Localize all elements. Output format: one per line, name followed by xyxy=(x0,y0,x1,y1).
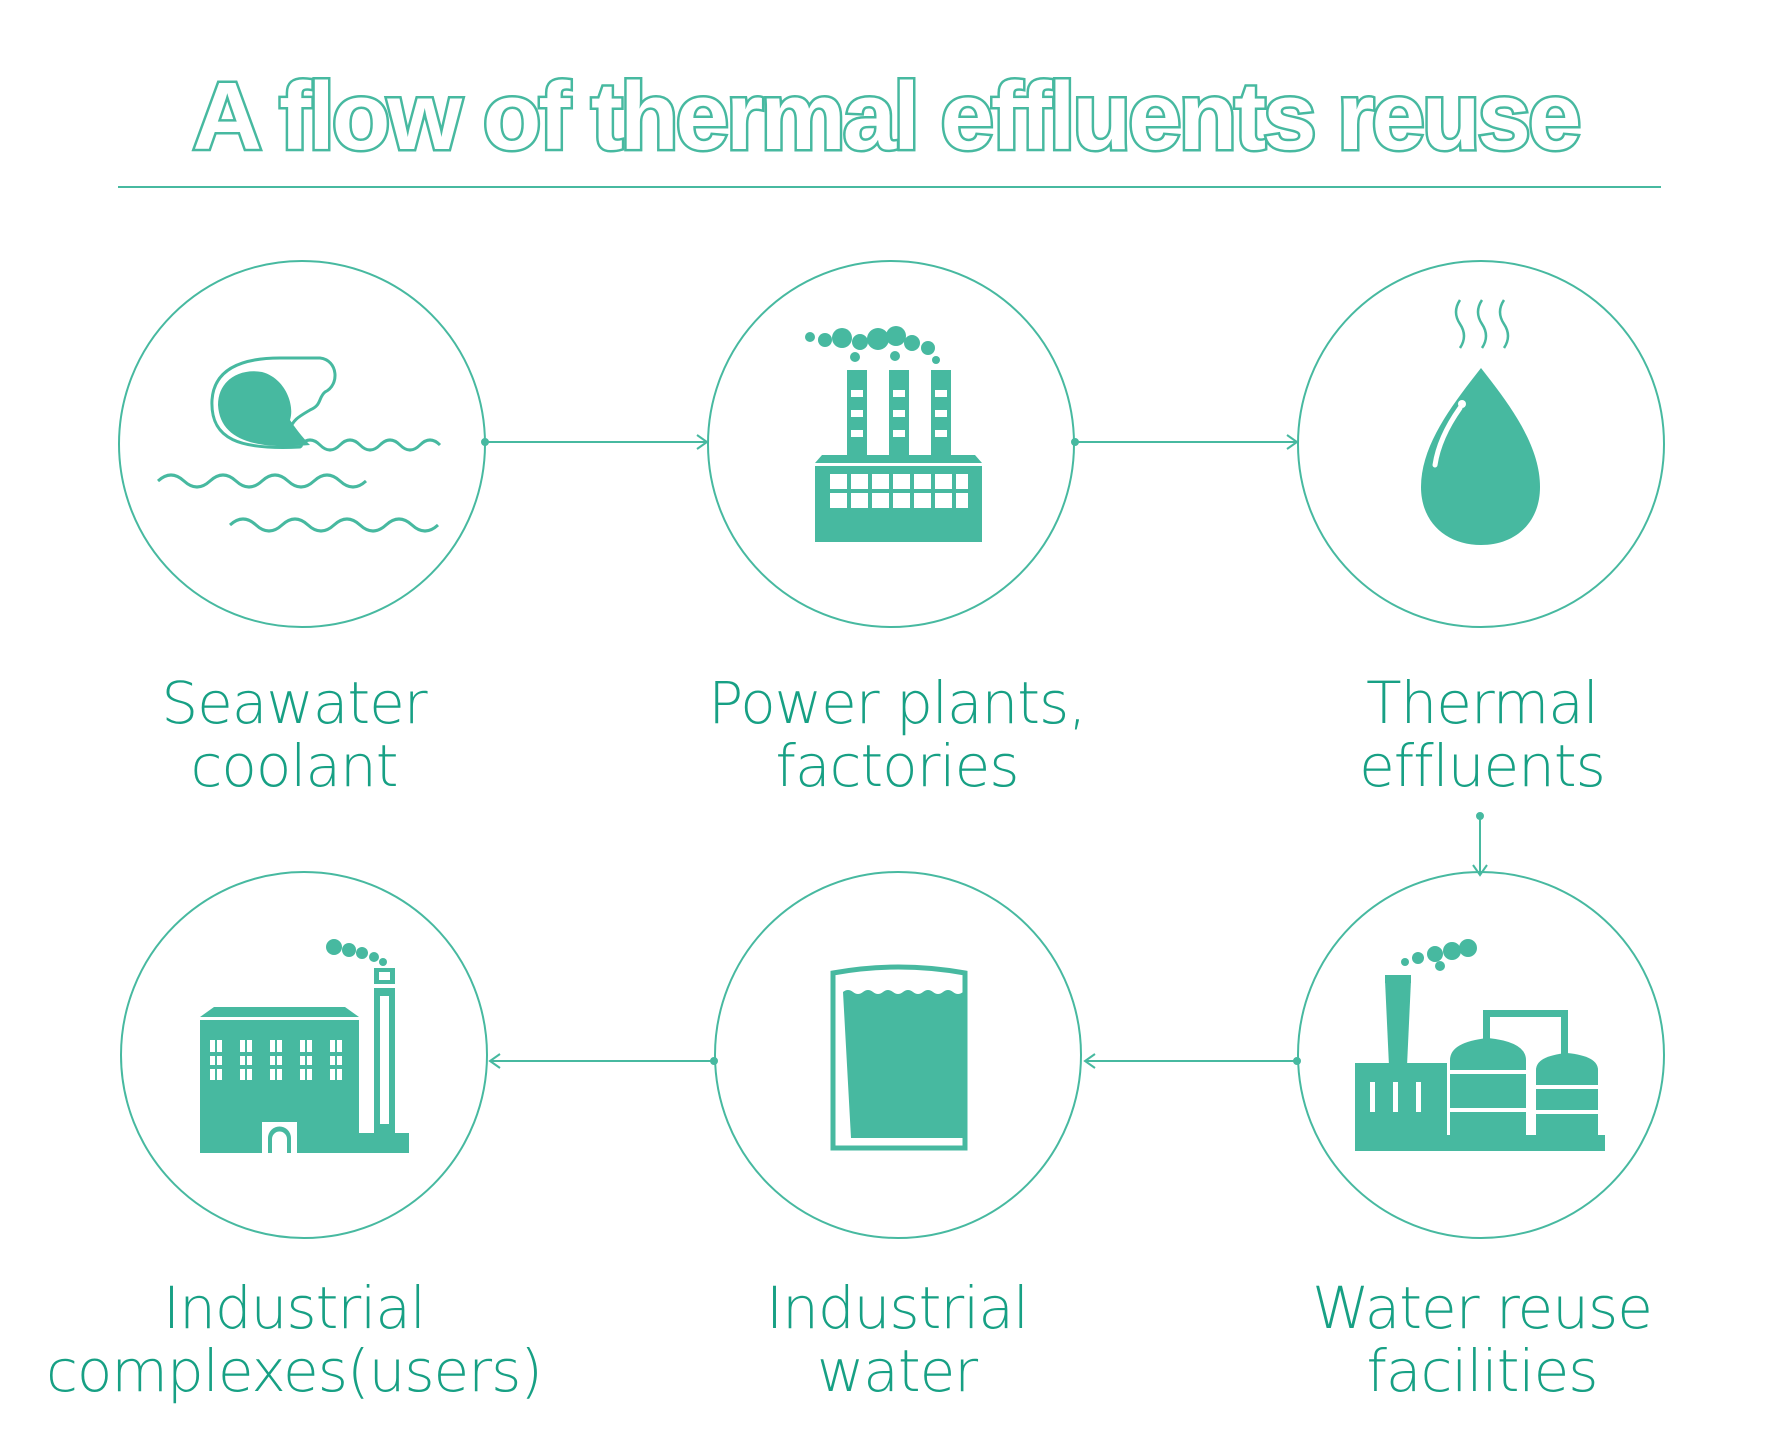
step-circle-industrial-water xyxy=(714,871,1082,1239)
label-line: Industrial xyxy=(765,1274,1029,1342)
label-line: Seawater xyxy=(161,669,427,737)
arrow-1 xyxy=(481,434,709,450)
label-line: Power plants, xyxy=(708,669,1086,737)
step-circle-industrial-complexes xyxy=(120,871,488,1239)
label-line: Thermal xyxy=(1366,669,1599,737)
arrow-4 xyxy=(1083,1053,1301,1069)
label-line: factories xyxy=(775,732,1020,800)
step-label-power-plants: Power plants,factories xyxy=(617,672,1177,798)
label-line: Water reuse xyxy=(1312,1274,1653,1342)
label-line: water xyxy=(816,1337,978,1405)
label-line: effluents xyxy=(1359,732,1606,800)
page-title: A flow of thermal effluents reuse xyxy=(190,61,1584,173)
label-line: coolant xyxy=(190,732,398,800)
industrial-complex-icon xyxy=(200,939,409,1153)
label-line: facilities xyxy=(1366,1337,1599,1405)
label-line: complexes(users) xyxy=(46,1337,543,1405)
arrow-3 xyxy=(1472,812,1488,877)
arrow-2 xyxy=(1071,434,1299,450)
power-plant-icon xyxy=(805,326,982,542)
step-circle-thermal-effluents xyxy=(1297,260,1665,628)
water-tank-icon xyxy=(830,964,968,1151)
water-drop-icon xyxy=(1421,299,1540,545)
wave-icon xyxy=(156,356,442,533)
arrow-5 xyxy=(488,1053,718,1069)
label-line: Industrial xyxy=(162,1274,426,1342)
water-reuse-facility-icon xyxy=(1355,939,1605,1151)
flow-arrows xyxy=(481,434,1488,1069)
title-divider xyxy=(118,186,1661,188)
